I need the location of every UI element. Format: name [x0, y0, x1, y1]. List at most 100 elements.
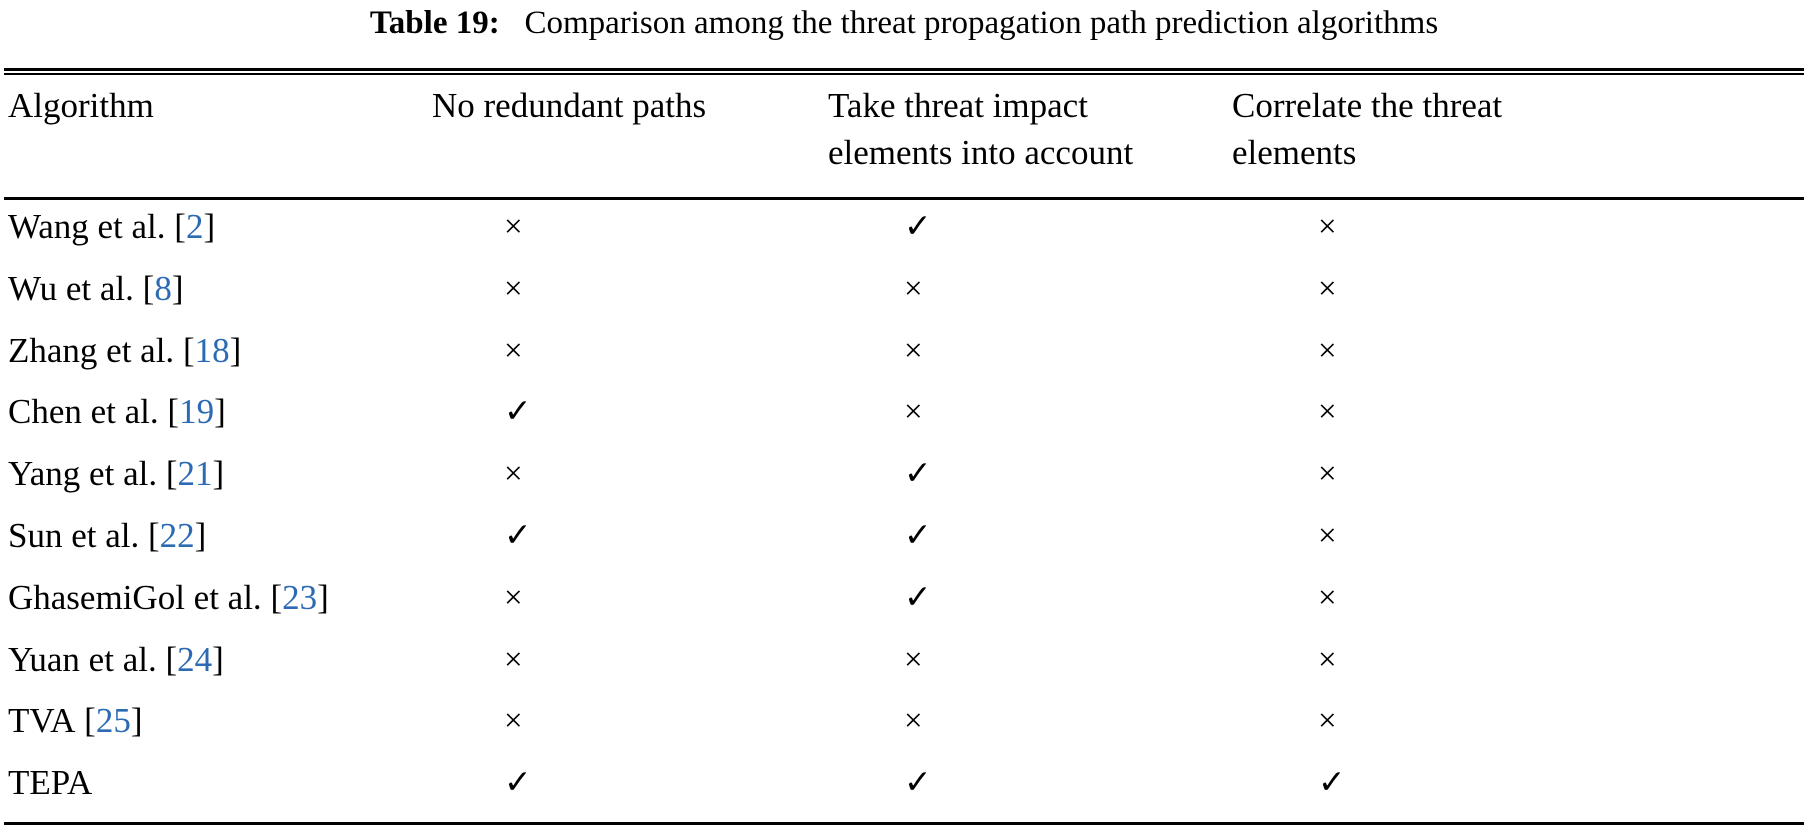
algorithm-name-cell: Zhang et al. [18] [8, 330, 241, 372]
cell-no-redundant-paths: ✓ [504, 394, 532, 431]
algorithm-name-cell: GhasemiGol et al. [23] [8, 577, 329, 619]
algorithm-name: Sun et al. [8, 515, 140, 555]
algorithm-name: Yang et al. [8, 454, 158, 494]
cell-correlate-threat-elements: ✓ [1318, 765, 1346, 802]
citation-close-bracket: ] [229, 330, 242, 370]
table-row: Yang et al. [21] × ✓ × [0, 450, 1808, 512]
algorithm-name-cell: Chen et al. [19] [8, 391, 226, 433]
citation-open-bracket: [ [270, 577, 283, 617]
table-caption: Table 19: Comparison among the threat pr… [0, 2, 1808, 44]
table-row: Chen et al. [19] ✓ × × [0, 388, 1808, 450]
citation-number[interactable]: 8 [154, 268, 172, 308]
citation-close-bracket: ] [214, 392, 226, 432]
algorithm-name: Wang et al. [8, 207, 166, 246]
table-row: Sun et al. [22] ✓ ✓ × [0, 512, 1808, 574]
citation-open-bracket: [ [165, 454, 178, 494]
cell-threat-impact-elements: × [904, 332, 923, 369]
table-bottom-rule [4, 822, 1804, 825]
cell-correlate-threat-elements: × [1318, 394, 1337, 431]
cell-correlate-threat-elements: × [1318, 209, 1337, 245]
algorithm-name-cell: Yuan et al. [24] [8, 639, 224, 681]
cell-threat-impact-elements: ✓ [904, 209, 932, 245]
cell-threat-impact-elements: ✓ [904, 456, 932, 493]
citation-close-bracket: ] [171, 268, 184, 308]
citation-number[interactable]: 24 [177, 639, 213, 679]
citation-close-bracket: ] [317, 577, 329, 617]
citation-open-bracket: [ [174, 207, 186, 246]
citation-close-bracket: ] [130, 701, 143, 741]
algorithm-name: Chen et al. [8, 392, 159, 432]
cell-no-redundant-paths: × [504, 641, 523, 678]
algorithm-name: Wu et al. [8, 268, 134, 308]
cell-no-redundant-paths: × [504, 703, 523, 740]
column-header-no-redundant-paths-line1: No redundant paths [432, 86, 707, 125]
cell-threat-impact-elements: ✓ [904, 517, 932, 554]
cell-no-redundant-paths: × [504, 270, 523, 307]
algorithm-name: Zhang et al. [8, 330, 175, 370]
cell-threat-impact-elements: × [904, 394, 923, 431]
table-caption-label: Table 19: [369, 5, 500, 41]
cell-no-redundant-paths: ✓ [504, 517, 532, 554]
citation-number[interactable]: 18 [194, 330, 230, 370]
cell-threat-impact-elements: × [904, 641, 923, 678]
algorithm-name: TEPA [8, 763, 93, 803]
citation-close-bracket: ] [212, 639, 224, 679]
table-row: GhasemiGol et al. [23] × ✓ × [0, 574, 1808, 636]
table-row: TEPA ✓ ✓ ✓ [0, 759, 1808, 821]
citation-number[interactable]: 19 [179, 392, 215, 432]
cell-correlate-threat-elements: × [1318, 579, 1337, 616]
table-row: Yuan et al. [24] × × × [0, 636, 1808, 698]
column-header-threat-impact-elements-line2: elements into account [828, 133, 1134, 172]
citation-open-bracket: [ [147, 515, 160, 555]
column-header-correlate-threat-elements: Correlate the threat elements [1232, 82, 1612, 176]
algorithm-name-cell: TEPA [8, 762, 92, 804]
cell-correlate-threat-elements: × [1318, 641, 1337, 678]
cell-no-redundant-paths: ✓ [504, 765, 532, 802]
algorithm-name: GhasemiGol et al. [8, 577, 262, 617]
table-row: Wu et al. [8] × × × [0, 265, 1808, 327]
cell-correlate-threat-elements: × [1318, 703, 1337, 740]
cell-threat-impact-elements: × [904, 270, 923, 307]
table-row: TVA [25] × × × [0, 697, 1808, 759]
cell-threat-impact-elements: ✓ [904, 765, 932, 802]
table-row: Wang et al. [2] × ✓ × [0, 203, 1808, 265]
algorithm-name-cell: TVA [25] [8, 700, 142, 742]
algorithm-name-cell: Sun et al. [22] [8, 515, 206, 557]
column-header-threat-impact-elements-line1: Take threat impact [828, 86, 1088, 125]
citation-number[interactable]: 22 [159, 515, 195, 555]
table-row: Zhang et al. [18] × × × [0, 327, 1808, 389]
citation-close-bracket: ] [203, 207, 216, 246]
cell-correlate-threat-elements: × [1318, 517, 1337, 554]
cell-no-redundant-paths: × [504, 456, 523, 493]
citation-number[interactable]: 2 [185, 207, 204, 246]
algorithm-name: TVA [8, 701, 76, 741]
citation-number[interactable]: 25 [95, 701, 131, 741]
citation-open-bracket: [ [84, 701, 96, 741]
table-caption-text: Comparison among the threat propagation … [524, 5, 1439, 41]
citation-open-bracket: [ [165, 639, 178, 679]
table-header-row: Algorithm No redundant paths Take threat… [0, 82, 1808, 192]
column-header-correlate-threat-elements-line2: elements [1232, 133, 1357, 172]
citation-close-bracket: ] [212, 454, 225, 494]
cell-correlate-threat-elements: × [1318, 332, 1337, 369]
citation-open-bracket: [ [142, 268, 155, 308]
cell-correlate-threat-elements: × [1318, 270, 1337, 307]
column-header-algorithm: Algorithm [8, 82, 428, 129]
algorithm-name: Yuan et al. [8, 639, 157, 679]
citation-number[interactable]: 21 [177, 454, 213, 494]
cell-no-redundant-paths: × [504, 332, 523, 369]
table-top-rule-second [4, 73, 1804, 75]
citation-number[interactable]: 23 [282, 577, 318, 617]
table-body: Wang et al. [2] × ✓ × Wu et al. [8] × × … [0, 203, 1808, 821]
cell-no-redundant-paths: × [504, 209, 523, 245]
algorithm-name-cell: Yang et al. [21] [8, 453, 224, 495]
cell-no-redundant-paths: × [504, 579, 523, 616]
table-header-rule [4, 197, 1804, 200]
cell-correlate-threat-elements: × [1318, 456, 1337, 493]
cell-threat-impact-elements: ✓ [904, 579, 932, 616]
column-header-correlate-threat-elements-line1: Correlate the threat [1232, 86, 1503, 125]
table-top-rule [4, 68, 1804, 71]
citation-close-bracket: ] [194, 515, 207, 555]
algorithm-name-cell: Wu et al. [8] [8, 268, 183, 310]
citation-open-bracket: [ [167, 392, 180, 432]
